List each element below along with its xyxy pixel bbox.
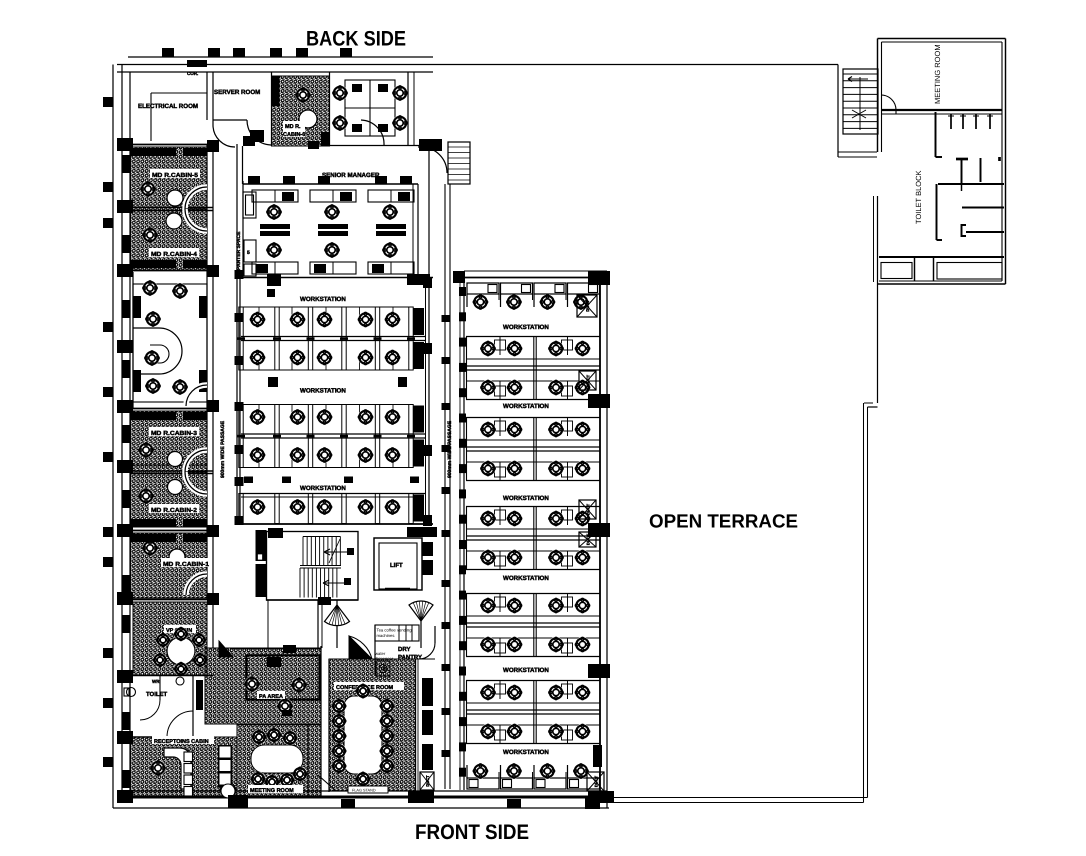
svg-text:LIFT: LIFT — [390, 562, 403, 569]
svg-text:PA AREA: PA AREA — [259, 694, 283, 700]
svg-text:SENIOR MANAGER: SENIOR MANAGER — [322, 172, 380, 179]
svg-text:COR.: COR. — [187, 71, 198, 76]
svg-text:DUCT: DUCT — [586, 374, 591, 386]
svg-text:FLAG STAND: FLAG STAND — [352, 789, 376, 793]
svg-text:DUCT: DUCT — [425, 775, 430, 787]
svg-text:WORKSTATION: WORKSTATION — [300, 388, 346, 395]
svg-text:WORKSTATION: WORKSTATION — [300, 485, 346, 492]
svg-text:DUCT: DUCT — [594, 775, 599, 787]
svg-text:WORKSTATION: WORKSTATION — [503, 575, 549, 582]
svg-text:WORKSTATION: WORKSTATION — [503, 495, 549, 502]
svg-text:MD R.CABIN-3: MD R.CABIN-3 — [151, 430, 198, 437]
svg-text:5: 5 — [247, 250, 250, 256]
svg-text:Tea coffee vending: Tea coffee vending — [377, 628, 413, 633]
svg-text:MEETING ROOM: MEETING ROOM — [933, 44, 942, 104]
svg-text:DRY: DRY — [398, 646, 410, 653]
svg-text:MD R.CABIN-4: MD R.CABIN-4 — [151, 251, 198, 258]
svg-text:TOILET: TOILET — [146, 691, 168, 698]
svg-text:PANTRY: PANTRY — [398, 654, 422, 661]
svg-text:BACK SIDE: BACK SIDE — [306, 28, 406, 51]
svg-text:MD R.: MD R. — [285, 124, 301, 130]
svg-text:MD R.CABIN-1: MD R.CABIN-1 — [163, 561, 210, 568]
svg-text:machines: machines — [377, 633, 395, 638]
svg-text:WORKSTATION: WORKSTATION — [503, 403, 549, 410]
svg-text:DUCT: DUCT — [585, 300, 590, 312]
svg-text:PANTER SPACE: PANTER SPACE — [236, 231, 242, 270]
svg-text:WORKSTATION: WORKSTATION — [503, 667, 549, 674]
svg-text:MD R.CABIN-2: MD R.CABIN-2 — [151, 507, 198, 514]
svg-text:MD R.CABIN-5: MD R.CABIN-5 — [152, 172, 199, 179]
svg-text:TOILET BLOCK: TOILET BLOCK — [914, 171, 923, 225]
svg-text:WORKSTATION: WORKSTATION — [300, 296, 346, 303]
svg-text:WR: WR — [152, 679, 160, 684]
svg-text:RECEPTOINS CABIN: RECEPTOINS CABIN — [154, 739, 209, 745]
svg-text:ELECTRICAL ROOM: ELECTRICAL ROOM — [138, 103, 198, 110]
svg-text:CABIN-6: CABIN-6 — [283, 132, 305, 138]
svg-text:WORKSTATION: WORKSTATION — [503, 749, 549, 756]
svg-text:DUCT: DUCT — [586, 503, 591, 515]
svg-text:FRONT SIDE: FRONT SIDE — [415, 821, 529, 844]
svg-text:WORKSTATION: WORKSTATION — [503, 324, 549, 331]
svg-text:DUCT: DUCT — [586, 533, 591, 545]
svg-text:900mm WIDE PASSAGE: 900mm WIDE PASSAGE — [220, 420, 226, 478]
svg-text:900mm WIDE PASSAGE: 900mm WIDE PASSAGE — [447, 420, 453, 478]
svg-text:water: water — [375, 651, 386, 656]
svg-text:MEETING ROOM: MEETING ROOM — [250, 788, 294, 794]
svg-text:OPEN TERRACE: OPEN TERRACE — [649, 512, 798, 533]
svg-text:SERVER ROOM: SERVER ROOM — [214, 89, 260, 96]
